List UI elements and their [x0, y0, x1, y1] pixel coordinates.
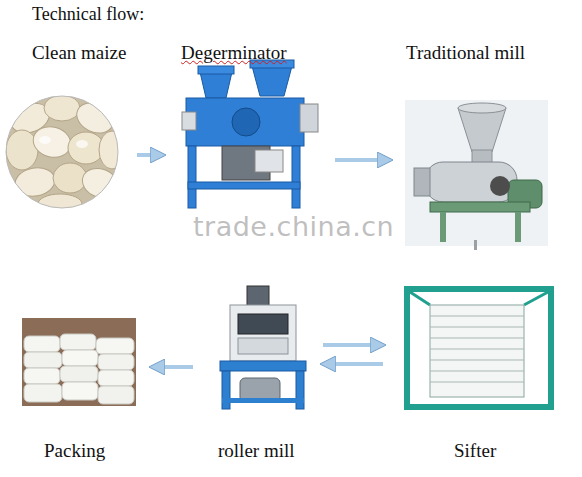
roller-mill-illustration: [220, 286, 306, 409]
maize-photo-part-part: [13, 165, 57, 200]
flow-title: Technical flow:: [32, 4, 144, 25]
sifter-illustration-part: [410, 292, 430, 305]
degerminator-illustration: [182, 60, 318, 208]
sifter-illustration-part: [430, 316, 524, 317]
sifter-illustration-part: [548, 286, 554, 410]
roller-mill-illustration-part: [230, 305, 296, 361]
sifter-illustration-part: [430, 349, 524, 350]
maize-photo-part-part: [76, 140, 88, 148]
roller-mill-illustration-part: [222, 371, 230, 409]
sifter-illustration-part: [524, 292, 548, 305]
traditional-mill-illustration-part: [430, 202, 530, 212]
traditional-mill-illustration-part: [474, 240, 477, 250]
sifter-illustration-part: [404, 404, 554, 410]
traditional-mill-illustration-part: [515, 212, 521, 242]
packing-photo-part: [98, 386, 134, 404]
sifter-illustration-part: [430, 360, 524, 361]
process-stage: Packing: [20, 318, 137, 406]
watermark: trade.china.cn: [193, 211, 394, 242]
packing-photo-part: [98, 370, 134, 386]
stage-label: Packing: [44, 440, 105, 462]
roller-mill-illustration-part: [296, 371, 304, 409]
process-stage: Degerminator: [178, 60, 320, 212]
maize-photo-part: [6, 96, 118, 208]
sifter-illustration-part: [430, 327, 524, 328]
degerminator-illustration-part: [252, 66, 292, 96]
flow-arrow: [323, 343, 383, 347]
sifter-illustration-part: [430, 371, 524, 372]
packing-photo-part: [24, 368, 60, 384]
traditional-mill-illustration-part: [458, 103, 506, 113]
maize-photo-part-part: [99, 131, 125, 169]
process-stage: Traditional mill: [405, 100, 548, 248]
degerminator-illustration-part: [188, 146, 196, 208]
stage-label: Sifter: [454, 440, 496, 462]
roller-mill-illustration-part: [238, 314, 288, 334]
roller-mill-illustration-part: [238, 338, 288, 354]
maize-photo-part-part: [39, 136, 51, 144]
sifter-illustration: [404, 286, 554, 410]
degerminator-illustration-part: [198, 66, 234, 74]
degerminator-illustration-part: [186, 98, 304, 146]
roller-mill-illustration-part: [220, 361, 306, 371]
flow-arrow: [137, 153, 163, 157]
packing-photo-part: [62, 350, 98, 366]
maize-photo-part-part: [0, 90, 130, 220]
flow-arrow: [323, 362, 383, 366]
traditional-mill-illustration-part: [458, 108, 506, 152]
degerminator-illustration-part: [182, 112, 196, 130]
sifter-illustration-part: [404, 286, 554, 292]
traditional-mill-illustration-part: [405, 100, 548, 246]
packing-photo-part: [24, 352, 62, 368]
stage-label: Clean maize: [32, 42, 126, 64]
packing-photo-part: [24, 336, 60, 352]
maize-photo-part-part: [53, 163, 87, 193]
roller-mill-illustration-part: [222, 398, 304, 403]
process-stage: Clean maize: [6, 95, 122, 210]
sifter-illustration-part: [430, 338, 524, 339]
degerminator-illustration-part: [188, 182, 300, 189]
packing-photo-part: [96, 338, 134, 354]
sifter-illustration-part: [430, 305, 524, 397]
flow-arrow: [335, 158, 390, 162]
packing-photo: [22, 318, 136, 406]
process-stage: roller mill: [208, 284, 308, 410]
traditional-mill-illustration: [405, 100, 548, 250]
traditional-mill-illustration-part: [440, 212, 446, 242]
packing-photo-part: [22, 318, 136, 406]
maize-photo-part-part: [38, 194, 82, 214]
packing-photo-part: [62, 382, 98, 400]
maize-photo-part: [0, 90, 130, 220]
sifter-illustration-part: [404, 286, 410, 410]
sifter-illustration-part: [430, 382, 524, 383]
packing-photo-part: [24, 384, 62, 402]
packing-photo-part: [60, 334, 96, 350]
maize-photo-part-part: [6, 130, 38, 170]
degerminator-illustration-part: [300, 104, 318, 132]
degerminator-illustration-part: [232, 108, 260, 136]
traditional-mill-illustration-part: [414, 168, 430, 196]
maize-photo-part-part: [44, 95, 80, 121]
roller-mill-illustration-part: [247, 286, 269, 306]
degerminator-illustration-part: [255, 150, 283, 172]
degerminator-illustration-part: [200, 72, 232, 98]
stage-label: Degerminator: [181, 42, 287, 64]
maize-photo-part-part: [30, 123, 74, 162]
degerminator-illustration-part: [292, 146, 300, 208]
maize-photo: [0, 90, 130, 220]
stage-label: roller mill: [218, 440, 295, 462]
flow-arrow: [152, 365, 193, 369]
traditional-mill-illustration-part: [490, 176, 510, 196]
stage-label: Traditional mill: [406, 42, 525, 64]
packing-photo-part: [98, 354, 134, 370]
traditional-mill-illustration-part: [425, 162, 517, 202]
packing-photo-part: [60, 366, 98, 382]
process-stage: Sifter: [398, 284, 558, 412]
